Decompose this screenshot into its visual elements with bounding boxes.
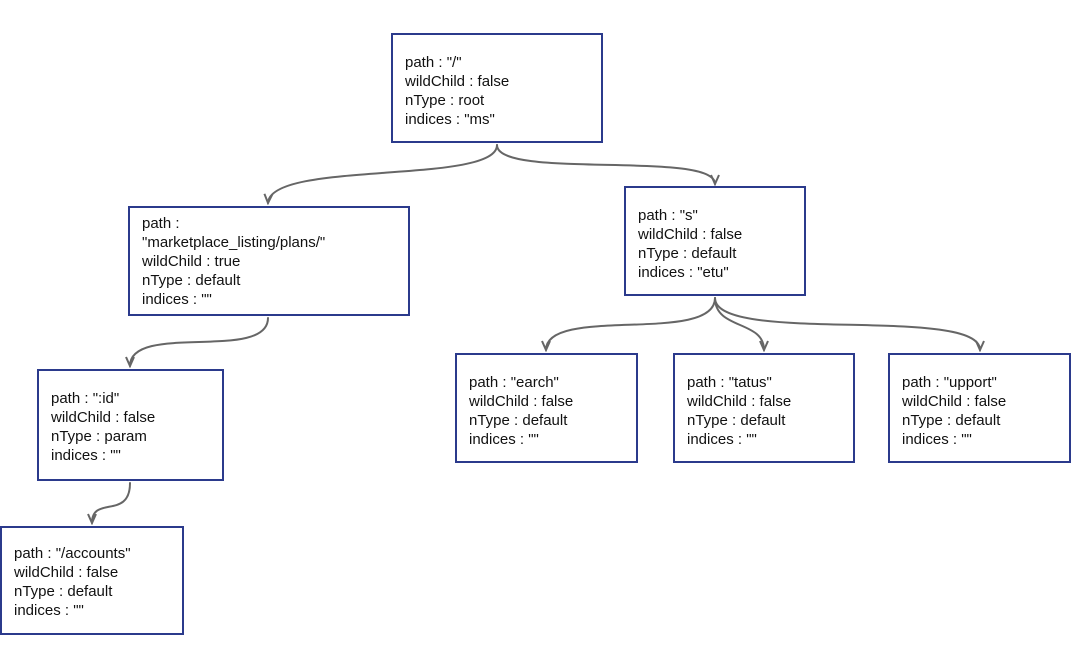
node-wildchild: wildChild : false xyxy=(51,409,156,426)
node-path: path : "/" xyxy=(405,54,462,71)
node-indices: indices : "" xyxy=(142,291,212,308)
node-wildchild: wildChild : true xyxy=(142,253,241,270)
node-wildchild: wildChild : false xyxy=(638,226,743,243)
node-wildchild: wildChild : false xyxy=(687,393,792,410)
node-path: path : "tatus" xyxy=(687,374,772,391)
edge-id-to-accounts xyxy=(92,482,131,523)
node-ntype: nType : default xyxy=(142,272,241,289)
edge-root-to-s xyxy=(496,144,715,184)
node-path: path : "s" xyxy=(638,207,698,224)
node-accounts: path : "/accounts" wildChild : false nTy… xyxy=(0,526,184,635)
node-path: path : ":id" xyxy=(51,390,120,407)
node-path: path : "earch" xyxy=(469,374,559,391)
node-id-param: path : ":id" wildChild : false nType : p… xyxy=(37,369,224,481)
node-earch: path : "earch" wildChild : false nType :… xyxy=(455,353,638,463)
node-path-value: "marketplace_listing/plans/" xyxy=(142,234,326,251)
node-indices: indices : "" xyxy=(51,447,121,464)
edge-root-to-marketplace xyxy=(268,144,498,203)
node-ntype: nType : root xyxy=(405,92,485,109)
edge-marketplace-to-id xyxy=(130,317,269,366)
edge-s-to-tatus xyxy=(714,297,764,350)
node-path: path : "/accounts" xyxy=(14,545,131,562)
node-marketplace-listing-plans: path : "marketplace_listing/plans/" wild… xyxy=(128,206,410,316)
node-wildchild: wildChild : false xyxy=(469,393,574,410)
node-s: path : "s" wildChild : false nType : def… xyxy=(624,186,806,296)
node-wildchild: wildChild : false xyxy=(14,564,119,581)
node-indices: indices : "ms" xyxy=(405,111,495,128)
edge-s-to-earch xyxy=(546,297,716,350)
node-indices: indices : "" xyxy=(902,431,972,448)
node-ntype: nType : default xyxy=(469,412,568,429)
node-wildchild: wildChild : false xyxy=(405,73,510,90)
node-indices: indices : "" xyxy=(469,431,539,448)
node-indices: indices : "" xyxy=(14,602,84,619)
node-upport: path : "upport" wildChild : false nType … xyxy=(888,353,1071,463)
node-tatus: path : "tatus" wildChild : false nType :… xyxy=(673,353,855,463)
node-ntype: nType : default xyxy=(687,412,786,429)
node-root: path : "/" wildChild : false nType : roo… xyxy=(391,33,603,143)
node-ntype: nType : default xyxy=(14,583,113,600)
node-indices: indices : "etu" xyxy=(638,264,729,281)
node-ntype: nType : default xyxy=(638,245,737,262)
node-path: path : "upport" xyxy=(902,374,997,391)
edge-s-to-upport xyxy=(714,297,980,350)
node-path: path : xyxy=(142,215,180,232)
node-ntype: nType : param xyxy=(51,428,147,445)
node-wildchild: wildChild : false xyxy=(902,393,1007,410)
node-indices: indices : "" xyxy=(687,431,757,448)
node-ntype: nType : default xyxy=(902,412,1001,429)
